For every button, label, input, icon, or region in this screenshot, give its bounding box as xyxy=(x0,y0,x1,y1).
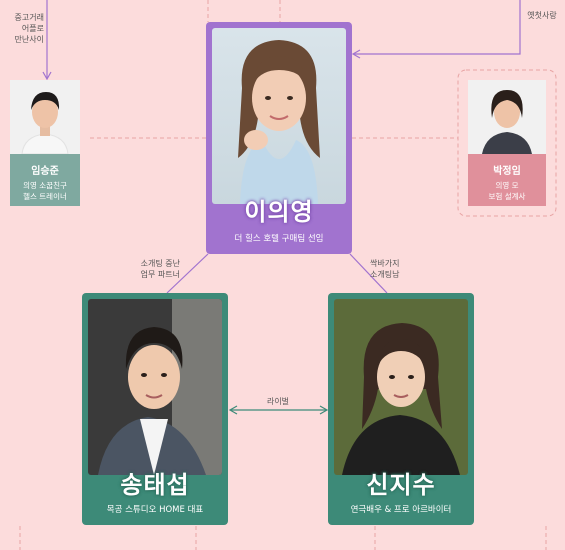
lim-namebox: 임승준 의영 소꿉친구 헬스 트레이너 xyxy=(10,154,80,206)
shin-portrait-icon xyxy=(334,299,468,475)
character-lim[interactable]: 임승준 의영 소꿉친구 헬스 트레이너 xyxy=(10,80,80,206)
lim-photo xyxy=(10,80,80,154)
line-lee-shin xyxy=(349,253,388,294)
song-name: 송태섭 xyxy=(120,471,190,499)
lim-portrait-icon xyxy=(10,80,80,154)
note-rival: 라이벌 xyxy=(266,397,290,406)
park-desc: 의영 모 보험 설계사 xyxy=(488,181,526,201)
rival-head-left xyxy=(228,405,238,415)
lim-desc: 의영 소꿉친구 헬스 트레이너 xyxy=(23,181,67,201)
park-namebox: 박정임 의영 모 보험 설계사 xyxy=(468,154,546,206)
park-photo xyxy=(468,80,546,154)
shin-name: 신지수 xyxy=(366,471,436,499)
lee-desc: 더 힐스 호텔 구매팀 선임 xyxy=(234,234,324,244)
arrow-to-lee xyxy=(354,0,521,55)
lee-portrait-icon xyxy=(212,28,346,204)
note-first-love: 옛첫사랑 xyxy=(527,11,557,20)
character-song[interactable]: 송태섭 목공 스튜디오 HOME 대표 xyxy=(82,293,228,525)
arrow-head-lee xyxy=(351,49,361,59)
shin-desc: 연극배우 & 프로 아르바이터 xyxy=(350,505,452,515)
character-lee[interactable]: 이의영 더 힐스 호텔 구매팀 선임 xyxy=(206,22,352,254)
note-rude-blind-date: 싹바가지 소개팅남 xyxy=(370,259,400,279)
note-blind-date-partner: 소개팅 중난 업무 파트너 xyxy=(140,259,180,279)
rival-head-right xyxy=(319,405,329,415)
arrow-head-lim xyxy=(42,71,52,81)
song-photo xyxy=(88,299,222,475)
line-lee-song xyxy=(166,253,209,294)
shin-photo xyxy=(334,299,468,475)
character-shin[interactable]: 신지수 연극배우 & 프로 아르바이터 xyxy=(328,293,474,525)
lee-photo xyxy=(212,28,346,204)
character-park[interactable]: 박정임 의영 모 보험 설계사 xyxy=(468,80,546,206)
lee-name: 이의영 xyxy=(244,198,314,226)
park-name: 박정임 xyxy=(493,166,521,177)
park-portrait-icon xyxy=(468,80,546,154)
lim-name: 임승준 xyxy=(31,166,59,177)
song-desc: 목공 스튜디오 HOME 대표 xyxy=(106,505,204,515)
note-secondhand-app: 중고거래 어플로 만난사이 xyxy=(14,13,44,44)
song-portrait-icon xyxy=(88,299,222,475)
